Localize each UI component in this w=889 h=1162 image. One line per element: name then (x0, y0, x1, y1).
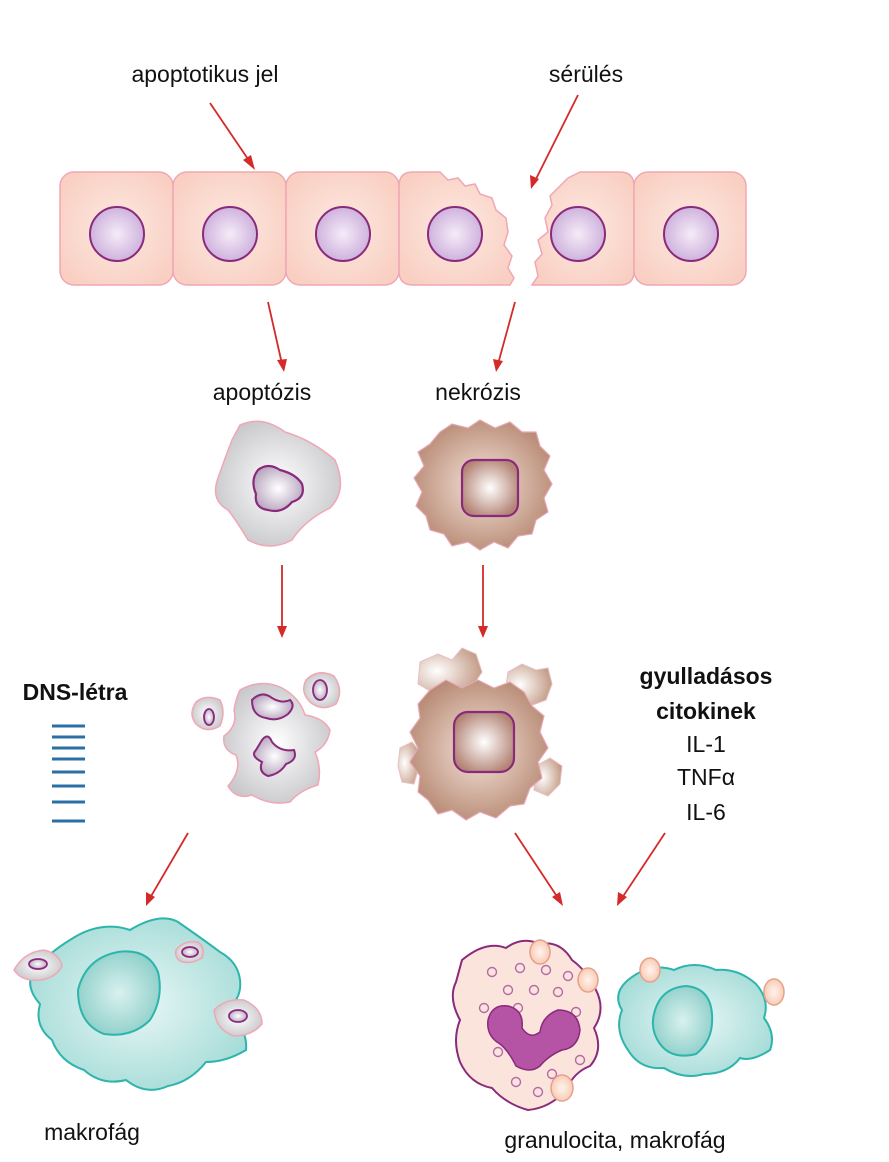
macrophage-label: makrofág (44, 1119, 140, 1145)
cytokine-arrow (617, 832, 666, 906)
cytokine-il6: IL-6 (686, 799, 726, 825)
fragmented-nucleus (312, 679, 328, 701)
granulocyte-macrophage-label: granulocita, makrofág (504, 1127, 725, 1153)
cell-nucleus (89, 206, 145, 262)
cytokines-heading-line1: gyulladásos (640, 663, 773, 689)
cytokine-tnfa: TNFα (677, 764, 735, 790)
necrotic-nucleus (452, 710, 516, 774)
cell-nucleus (663, 206, 719, 262)
injury-arrow (530, 94, 579, 189)
cytoplasmic-granules (478, 962, 586, 1098)
macrophage-nucleus (651, 984, 714, 1057)
necrotic-nucleus (460, 458, 520, 518)
macrophage-right (617, 957, 785, 1077)
granulocyte (451, 939, 602, 1112)
apoptotic-bodies (191, 672, 341, 804)
cell-nucleus (550, 206, 606, 262)
cytokines-block: gyulladásos citokinek IL-1 TNFα IL-6 (640, 663, 773, 825)
dna-ladder-label: DNS-létra (23, 679, 128, 705)
necrosis-label: nekrózis (435, 379, 521, 405)
necrotic-cell (413, 419, 553, 551)
fragmented-nucleus (228, 1009, 248, 1023)
apoptotic-cell (214, 420, 342, 547)
macrophage (13, 917, 263, 1091)
fragmented-nucleus (203, 708, 215, 726)
fragmented-nucleus (181, 946, 199, 958)
apoptosis-arrow (267, 301, 287, 372)
injury-label: sérülés (549, 61, 623, 87)
dna-ladder-bands (52, 724, 85, 823)
to-macrophage-arrow (146, 832, 189, 906)
macrophage-nucleus (76, 950, 161, 1036)
cell-nucleus (315, 206, 371, 262)
fragmented-nucleus (253, 735, 296, 778)
cell-nucleus (202, 206, 258, 262)
apoptosis-label: apoptózis (213, 379, 311, 405)
apoptotic-signal-arrow (209, 102, 255, 170)
to-granulocyte-arrow (514, 832, 563, 906)
apoptotic-signal-label: apoptotikus jel (131, 61, 278, 87)
apoptosis-progress-arrow (277, 565, 287, 638)
multilobed-nucleus (487, 1005, 581, 1071)
fragmented-nucleus (250, 693, 294, 721)
cytokines-heading-line2: citokinek (656, 698, 756, 724)
fragmented-nucleus (28, 958, 48, 970)
cell-nucleus (427, 206, 483, 262)
necrotic-cell-lysis (397, 647, 563, 821)
necrosis-arrow (493, 301, 516, 372)
necrosis-progress-arrow (478, 565, 488, 638)
epithelial-cell-row (59, 171, 747, 286)
condensed-nucleus (252, 464, 304, 513)
cytokine-il1: IL-1 (686, 731, 726, 757)
